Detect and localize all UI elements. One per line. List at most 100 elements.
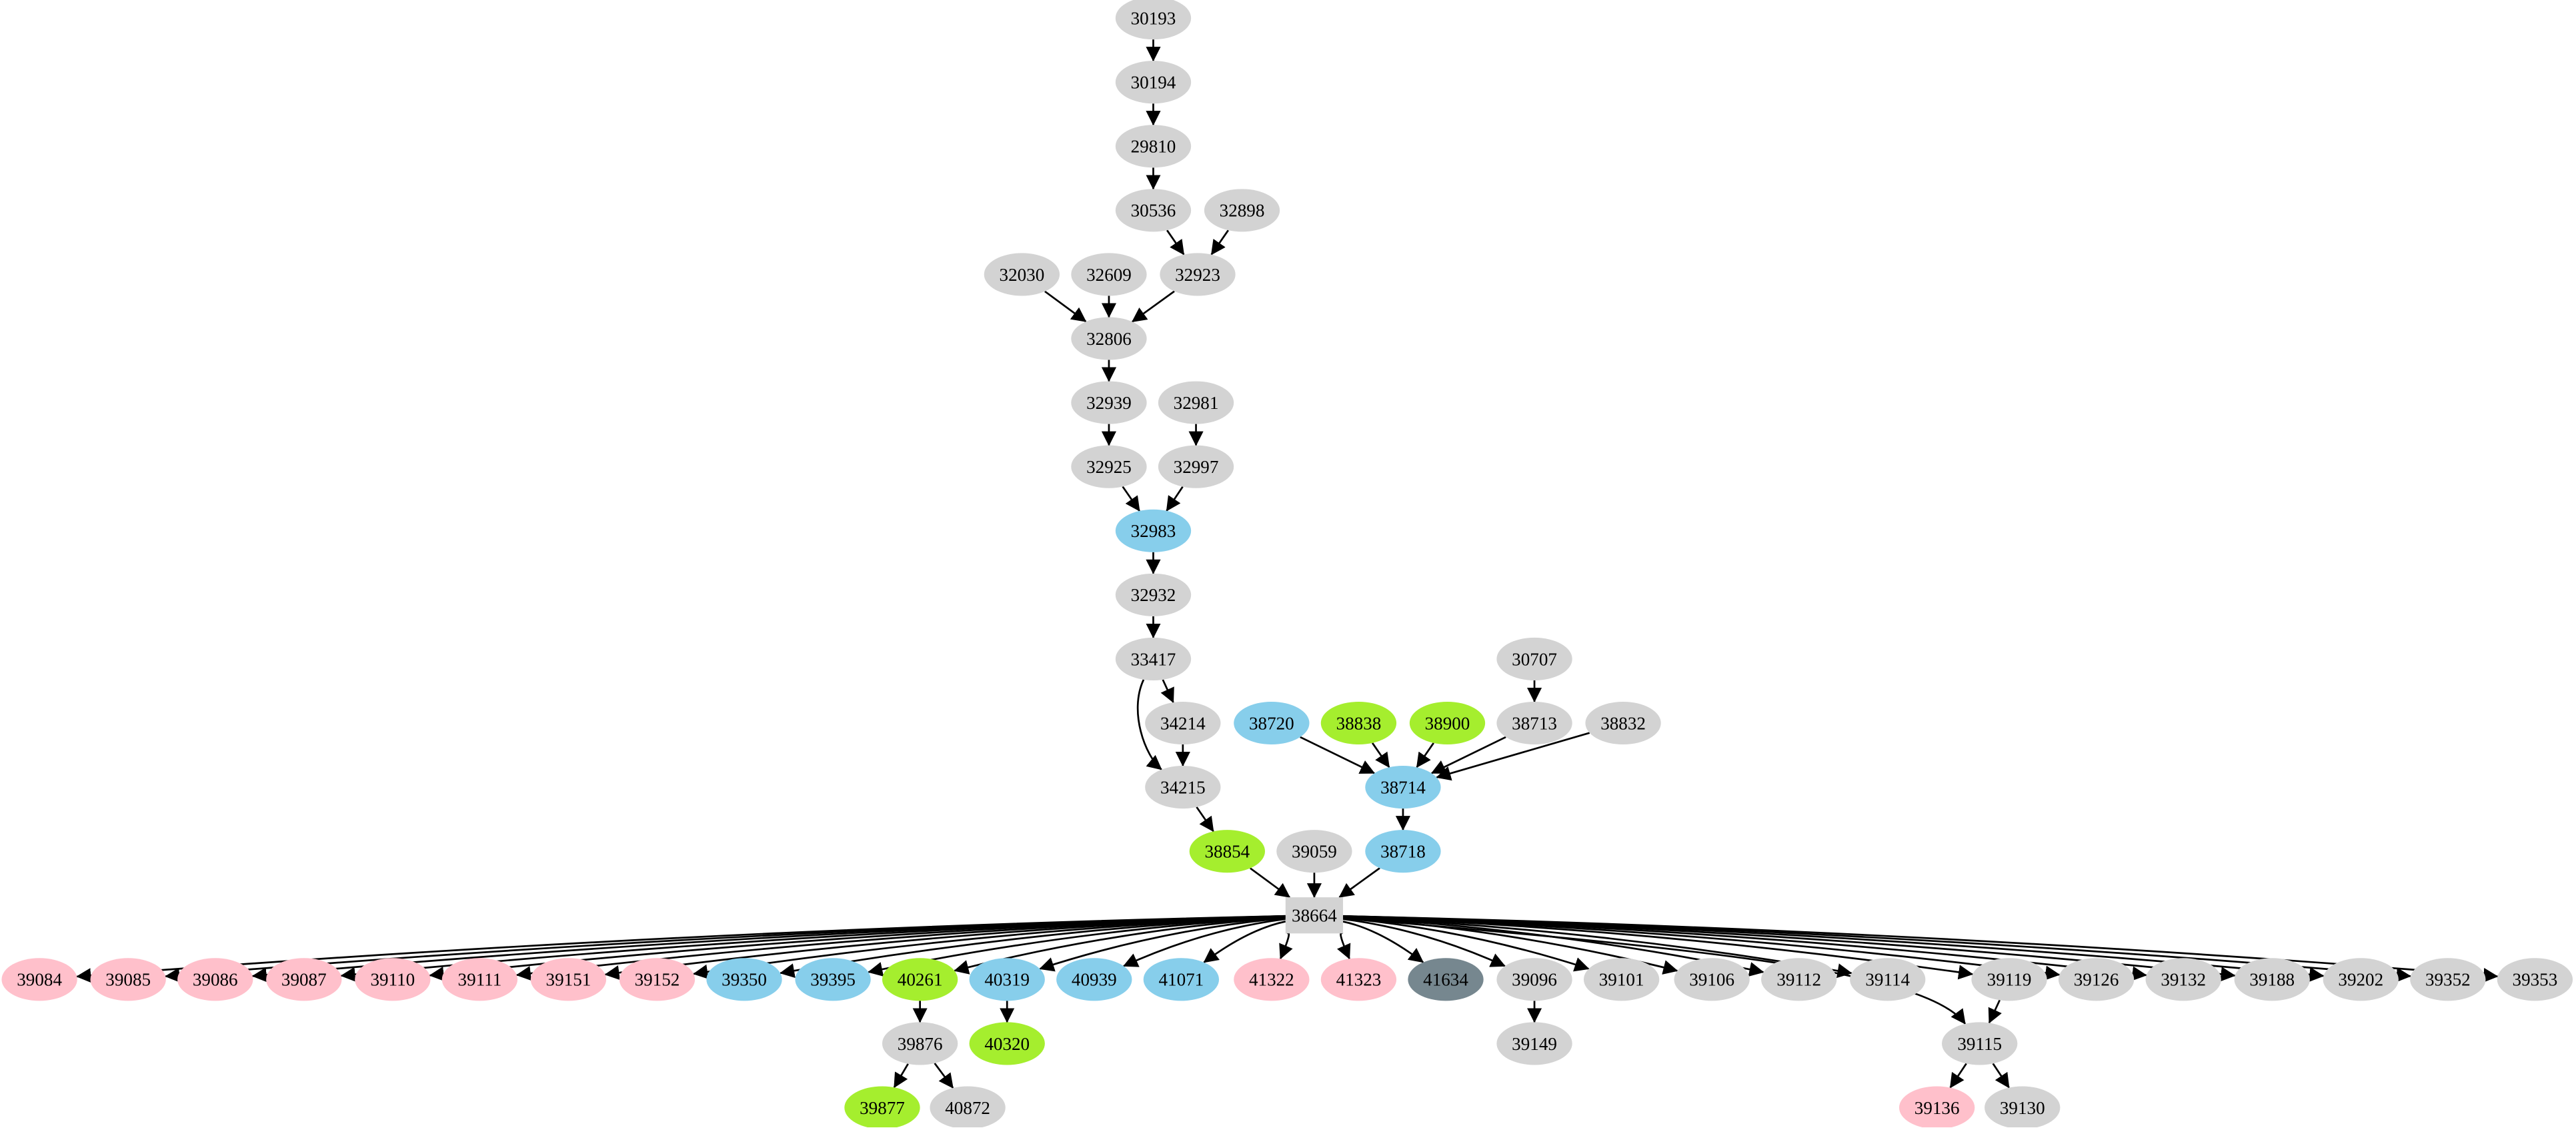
graph-node-38713[interactable]: 38713 — [1496, 701, 1572, 745]
graph-node-33417[interactable]: 33417 — [1115, 637, 1192, 680]
edge-32997-32983 — [1166, 486, 1184, 512]
graph-node-32030[interactable]: 32030 — [984, 253, 1060, 296]
graph-node-32981[interactable]: 32981 — [1158, 381, 1234, 424]
graph-node-38838[interactable]: 38838 — [1320, 701, 1397, 745]
node-shape-ellipse — [1071, 317, 1147, 360]
node-shape-ellipse — [2497, 958, 2573, 1001]
graph-node-39112[interactable]: 39112 — [1761, 958, 1837, 1001]
graph-node-30193[interactable]: 30193 — [1115, 0, 1192, 40]
node-shape-ellipse — [1145, 766, 1221, 809]
graph-node-39152[interactable]: 39152 — [619, 958, 696, 1001]
graph-node-40939[interactable]: 40939 — [1056, 958, 1132, 1001]
graph-node-41322[interactable]: 41322 — [1234, 958, 1310, 1001]
graph-node-39353[interactable]: 39353 — [2497, 958, 2573, 1001]
graph-node-39087[interactable]: 39087 — [266, 958, 342, 1001]
graph-node-39395[interactable]: 39395 — [795, 958, 871, 1001]
node-shape-ellipse — [969, 1022, 1045, 1065]
graph-node-39151[interactable]: 39151 — [530, 958, 607, 1001]
graph-node-32983[interactable]: 32983 — [1115, 509, 1192, 552]
node-shape-ellipse — [1158, 445, 1234, 488]
graph-node-39132[interactable]: 39132 — [2145, 958, 2221, 1001]
graph-node-32932[interactable]: 32932 — [1115, 573, 1192, 616]
edge-38664-41323 — [1336, 932, 1351, 960]
graph-node-39202[interactable]: 39202 — [2323, 958, 2399, 1001]
graph-node-39096[interactable]: 39096 — [1496, 958, 1572, 1001]
graph-node-30707[interactable]: 30707 — [1496, 637, 1572, 680]
node-shape-ellipse — [1071, 253, 1147, 296]
edge-38900-38714 — [1416, 742, 1434, 768]
edge-38854-38664 — [1250, 867, 1290, 899]
graph-node-39188[interactable]: 39188 — [2234, 958, 2310, 1001]
graph-node-32939[interactable]: 32939 — [1071, 381, 1147, 424]
node-shape-ellipse — [177, 958, 253, 1001]
graph-node-39114[interactable]: 39114 — [1850, 958, 1926, 1001]
graph-node-40261[interactable]: 40261 — [882, 958, 958, 1001]
node-shape-ellipse — [1115, 573, 1192, 616]
graph-node-34215[interactable]: 34215 — [1145, 766, 1221, 809]
node-shape-ellipse — [1320, 701, 1397, 745]
graph-node-39876[interactable]: 39876 — [882, 1022, 958, 1065]
graph-node-39106[interactable]: 39106 — [1674, 958, 1750, 1001]
graph-node-41634[interactable]: 41634 — [1408, 958, 1484, 1001]
edge-38838-38714 — [1371, 742, 1390, 768]
node-shape-ellipse — [706, 958, 782, 1001]
graph-node-39111[interactable]: 39111 — [441, 958, 518, 1001]
graph-node-39149[interactable]: 39149 — [1496, 1022, 1572, 1065]
graph-node-34214[interactable]: 34214 — [1145, 701, 1221, 745]
graph-node-32898[interactable]: 32898 — [1204, 189, 1280, 232]
node-shape-ellipse — [1496, 637, 1572, 680]
graph-node-32806[interactable]: 32806 — [1071, 317, 1147, 360]
graph-node-38720[interactable]: 38720 — [1234, 701, 1310, 745]
node-shape-ellipse — [441, 958, 518, 1001]
graph-node-39130[interactable]: 39130 — [1985, 1086, 2061, 1128]
node-shape-ellipse — [1365, 830, 1441, 873]
graph-node-39877[interactable]: 39877 — [844, 1086, 920, 1128]
graph-node-39352[interactable]: 39352 — [2410, 958, 2486, 1001]
graph-node-39119[interactable]: 39119 — [1971, 958, 2047, 1001]
node-shape-ellipse — [795, 958, 871, 1001]
graph-node-38832[interactable]: 38832 — [1585, 701, 1661, 745]
node-shape-ellipse — [844, 1086, 920, 1128]
node-shape-ellipse — [355, 958, 431, 1001]
graph-node-39084[interactable]: 39084 — [1, 958, 77, 1001]
node-shape-ellipse — [1583, 958, 1660, 1001]
node-shape-ellipse — [1071, 445, 1147, 488]
graph-node-39115[interactable]: 39115 — [1942, 1022, 2018, 1065]
graph-node-38718[interactable]: 38718 — [1365, 830, 1441, 873]
graph-node-41323[interactable]: 41323 — [1320, 958, 1397, 1001]
graph-node-29810[interactable]: 29810 — [1115, 125, 1192, 168]
graph-node-38664[interactable]: 38664 — [1285, 897, 1344, 934]
graph-node-38900[interactable]: 38900 — [1409, 701, 1486, 745]
edge-32925-32983 — [1122, 486, 1140, 512]
graph-node-39101[interactable]: 39101 — [1583, 958, 1660, 1001]
graph-node-40872[interactable]: 40872 — [930, 1086, 1006, 1128]
graph-node-40320[interactable]: 40320 — [969, 1022, 1045, 1065]
graph-node-38854[interactable]: 38854 — [1189, 830, 1266, 873]
graph-node-32925[interactable]: 32925 — [1071, 445, 1147, 488]
graph-node-40319[interactable]: 40319 — [969, 958, 1045, 1001]
graph-node-32609[interactable]: 32609 — [1071, 253, 1147, 296]
node-shape-box — [1285, 897, 1344, 934]
graph-node-41071[interactable]: 41071 — [1143, 958, 1220, 1001]
edge-39876-40872 — [934, 1063, 954, 1089]
graph-node-39126[interactable]: 39126 — [2058, 958, 2135, 1001]
graph-node-39059[interactable]: 39059 — [1276, 830, 1352, 873]
graph-node-39086[interactable]: 39086 — [177, 958, 253, 1001]
graph-node-39110[interactable]: 39110 — [355, 958, 431, 1001]
node-shape-ellipse — [1115, 637, 1192, 680]
graph-node-39136[interactable]: 39136 — [1898, 1086, 1975, 1128]
graph-node-32997[interactable]: 32997 — [1158, 445, 1234, 488]
graph-node-32923[interactable]: 32923 — [1160, 253, 1236, 296]
node-shape-ellipse — [1158, 381, 1234, 424]
node-shape-ellipse — [1234, 701, 1310, 745]
node-shape-ellipse — [1145, 701, 1221, 745]
graph-node-38714[interactable]: 38714 — [1365, 766, 1441, 809]
graph-node-39350[interactable]: 39350 — [706, 958, 782, 1001]
edge-30536-32923 — [1166, 229, 1185, 255]
graph-node-30194[interactable]: 30194 — [1115, 61, 1192, 104]
node-shape-ellipse — [530, 958, 607, 1001]
edge-38664-41071 — [1203, 921, 1286, 963]
graph-node-39085[interactable]: 39085 — [90, 958, 166, 1001]
graph-node-30536[interactable]: 30536 — [1115, 189, 1192, 232]
